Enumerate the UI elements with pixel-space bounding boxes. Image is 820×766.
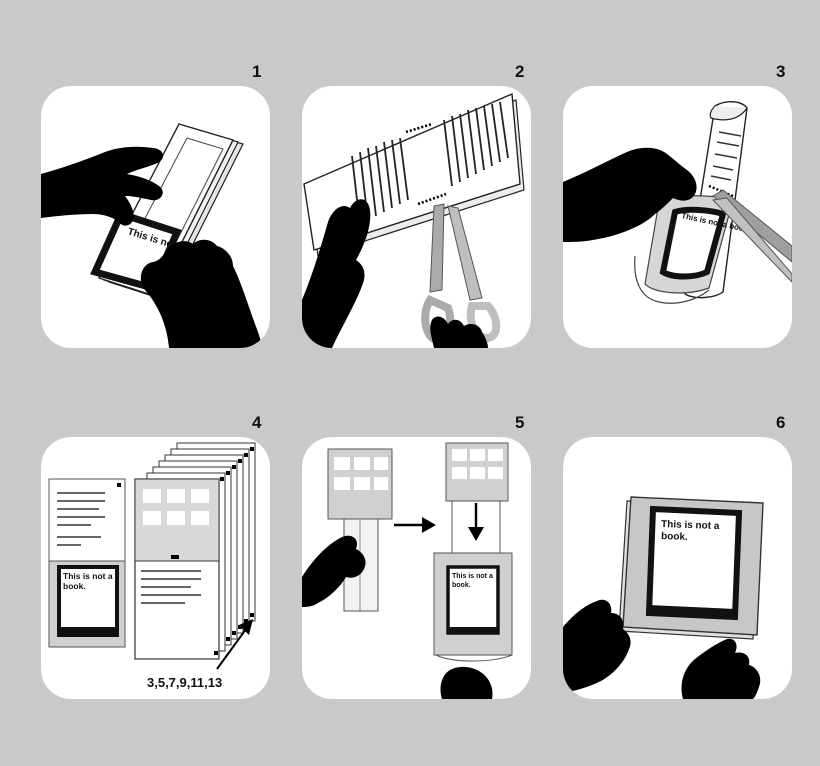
step-1-illustration: This is not a book.: [41, 86, 270, 348]
page-order-label: 3,5,7,9,11,13: [147, 675, 222, 690]
cover-label-text-line2: book.: [661, 531, 688, 543]
step-number-1: 1: [252, 62, 261, 82]
hand-silhouette-icon: [430, 317, 488, 348]
cover-label-text-line2: book.: [452, 582, 471, 589]
step-4-illustration: This is not a book.: [41, 437, 270, 699]
step-2-illustration: [302, 86, 531, 348]
step-number-6: 6: [776, 413, 785, 433]
arrow-right-icon: [394, 517, 436, 533]
step-panel-3: This is not a book.: [563, 86, 792, 348]
hand-silhouette-icon: [440, 667, 492, 699]
step-number-5: 5: [515, 413, 524, 433]
cover-label-text-line2: book.: [63, 581, 86, 591]
step-number-3: 3: [776, 62, 785, 82]
cover-label-text-line1: This is not a: [63, 571, 113, 581]
step-number-4: 4: [252, 413, 261, 433]
step-6-illustration: This is not a book.: [563, 437, 792, 699]
hand-silhouette-icon: [682, 639, 761, 699]
step-5-illustration: This is not a book.: [302, 437, 531, 699]
step-3-illustration: This is not a book.: [563, 86, 792, 348]
cover-label-text-line1: This is not a: [452, 573, 493, 580]
step-panel-4: This is not a book.: [41, 437, 270, 699]
page-stack: [135, 443, 255, 659]
cover-label-text-line1: This is not a: [661, 519, 720, 532]
step-panel-5: This is not a book.: [302, 437, 531, 699]
step-number-2: 2: [515, 62, 524, 82]
finished-booklet: This is not a book.: [619, 497, 763, 639]
step-panel-1: This is not a book.: [41, 86, 270, 348]
step-panel-2: [302, 86, 531, 348]
step-panel-6: This is not a book.: [563, 437, 792, 699]
booklet-cover: This is not a book.: [434, 443, 512, 661]
cover-sheet: This is not a book.: [49, 479, 125, 647]
